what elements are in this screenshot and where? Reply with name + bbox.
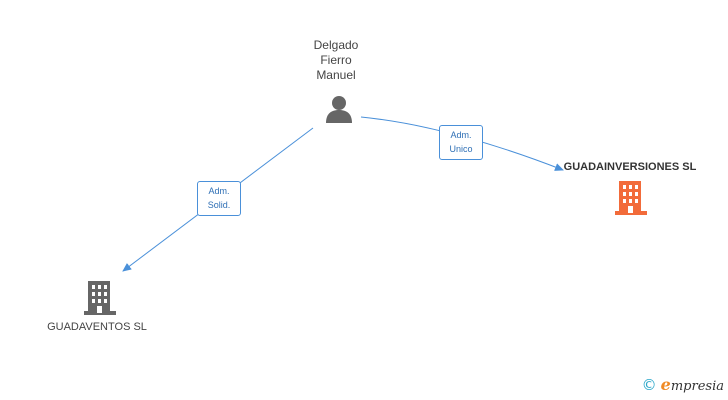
brand-logo: ©empresia	[642, 375, 724, 394]
edge-label-line: Unico	[449, 144, 473, 154]
person-name-line: Fierro	[320, 53, 352, 67]
person-name-line: Delgado	[313, 38, 359, 52]
person-icon[interactable]	[324, 94, 354, 124]
building-icon[interactable]	[84, 281, 116, 315]
edge-label-line: Solid.	[207, 200, 231, 210]
company-label-guadaventos[interactable]: GUADAVENTOS SL	[47, 321, 147, 333]
edge-label-line: Adm.	[450, 130, 472, 140]
brand-initial: e	[660, 375, 671, 394]
company-label-guadainversiones[interactable]: GUADAINVERSIONES SL	[563, 161, 697, 173]
edge-label-adm-solid[interactable]: Adm. Solid.	[197, 181, 241, 216]
edge-label-adm-unico[interactable]: Adm. Unico	[439, 125, 483, 160]
person-name[interactable]: Delgado Fierro Manuel	[296, 38, 376, 83]
brand-rest: mpresia	[670, 379, 724, 394]
edge-label-line: Adm.	[208, 186, 230, 196]
copyright-icon: ©	[641, 376, 657, 394]
person-name-line: Manuel	[316, 68, 356, 82]
building-icon[interactable]	[615, 181, 647, 215]
